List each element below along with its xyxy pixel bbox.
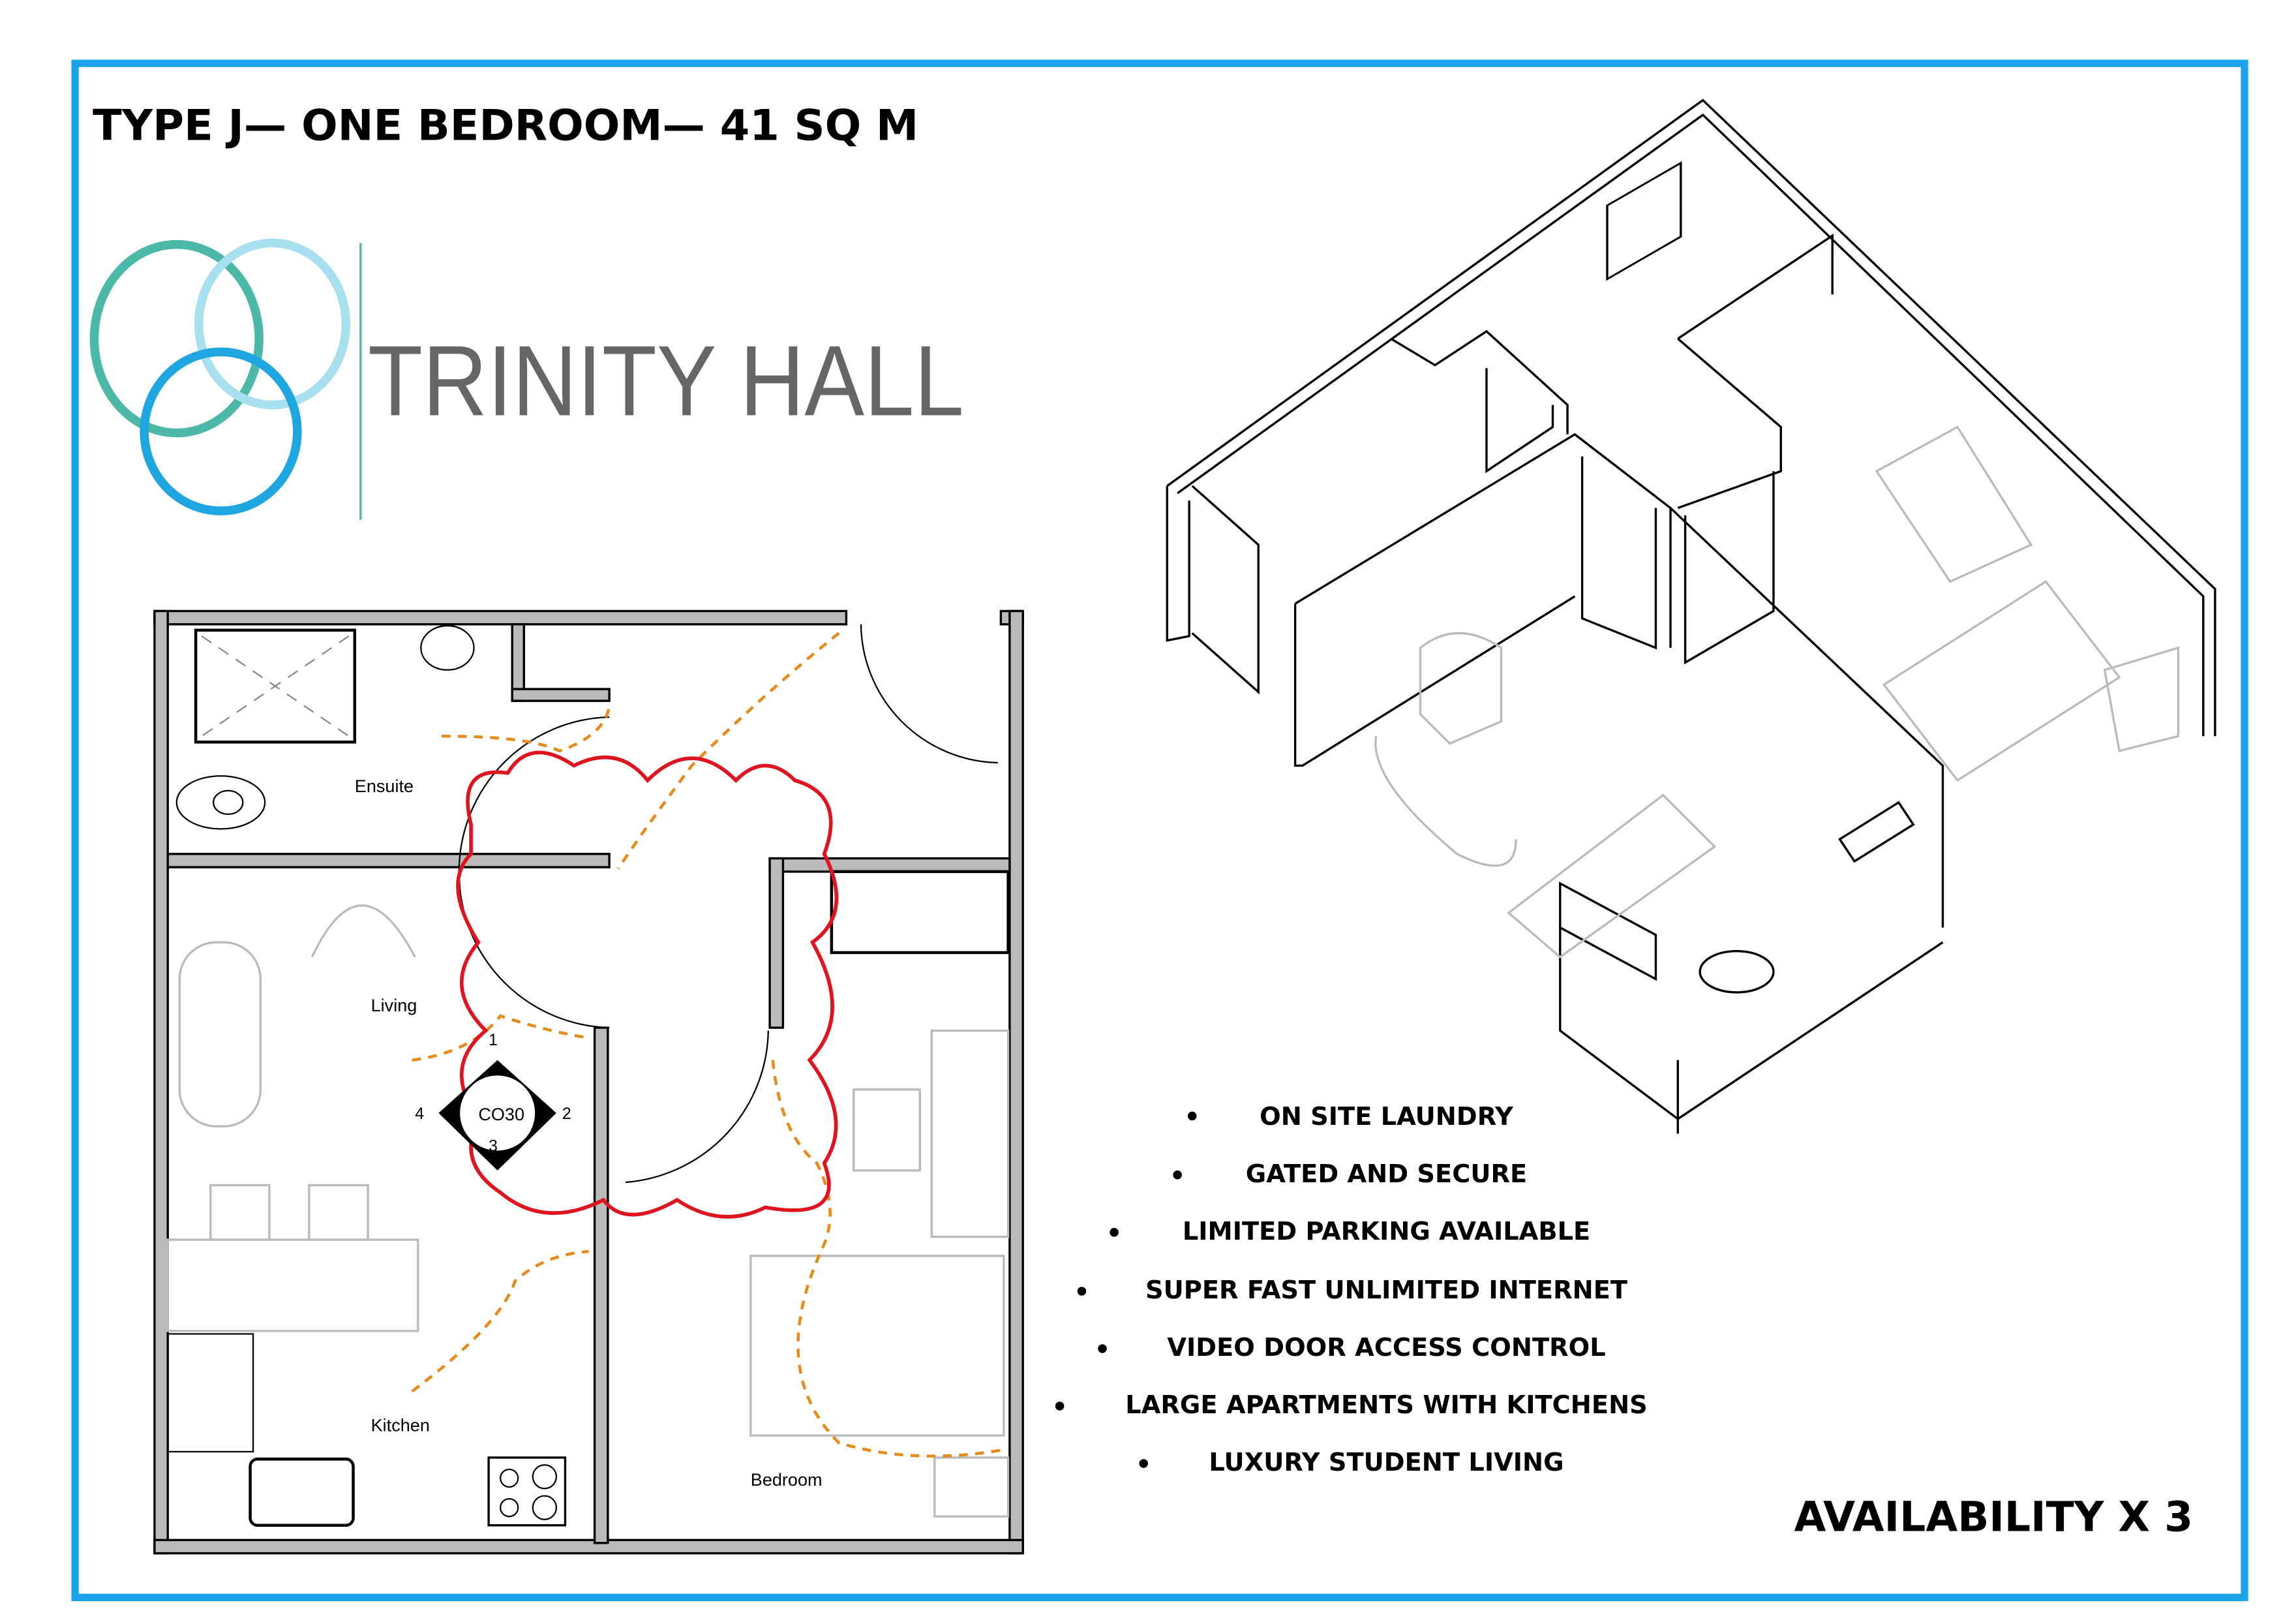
co30-symbol: CO30 1 2 3 4: [415, 1032, 571, 1171]
svg-text:3: 3: [489, 1138, 498, 1156]
svg-text:SUPER FAST UNLIMITED INTERNET: SUPER FAST UNLIMITED INTERNET: [1145, 1276, 1627, 1305]
feature-item: LIMITED PARKING AVAILABLE: [1110, 1217, 1590, 1246]
svg-text:GATED AND SECURE: GATED AND SECURE: [1246, 1159, 1527, 1189]
availability-label: AVAILABILITY X 3: [1794, 1493, 2193, 1541]
svg-text:1: 1: [489, 1032, 498, 1049]
isometric-view: [1166, 99, 2216, 1134]
room-label-kitchen: Kitchen: [371, 1415, 430, 1435]
svg-text:LIMITED PARKING AVAILABLE: LIMITED PARKING AVAILABLE: [1183, 1217, 1590, 1246]
room-label-living: Living: [371, 995, 417, 1015]
room-label-ensuite: Ensuite: [355, 776, 414, 796]
feature-item: VIDEO DOOR ACCESS CONTROL: [1098, 1333, 1606, 1362]
logo-wordmark: TRINITY HALL: [368, 324, 964, 437]
page-border: [71, 59, 2248, 1601]
feature-item: GATED AND SECURE: [1173, 1159, 1527, 1189]
room-label-bedroom: Bedroom: [751, 1469, 823, 1490]
svg-text:4: 4: [415, 1105, 424, 1123]
page-title: TYPE J— ONE BEDROOM— 41 SQ M: [93, 100, 918, 150]
feature-item: LARGE APARTMENTS WITH KITCHENS: [1055, 1390, 1648, 1420]
svg-text:2: 2: [562, 1105, 571, 1123]
svg-text:LARGE APARTMENTS WITH KITCHENS: LARGE APARTMENTS WITH KITCHENS: [1125, 1390, 1648, 1420]
svg-text:CO30: CO30: [478, 1104, 524, 1124]
svg-text:ON SITE LAUNDRY: ON SITE LAUNDRY: [1260, 1102, 1514, 1131]
trinity-hall-logo: TRINITY HALL: [89, 238, 964, 520]
svg-text:VIDEO DOOR ACCESS CONTROL: VIDEO DOOR ACCESS CONTROL: [1167, 1333, 1605, 1362]
floor-plan: CO30 1 2 3 4 Ensuite Living Kitchen Bedr…: [153, 609, 1024, 1555]
feature-item: SUPER FAST UNLIMITED INTERNET: [1077, 1276, 1627, 1305]
feature-item: ON SITE LAUNDRY: [1187, 1102, 1514, 1131]
features-list: ON SITE LAUNDRY GATED AND SECURE LIMITED…: [1055, 1102, 1648, 1477]
feature-item: LUXURY STUDENT LIVING: [1139, 1448, 1564, 1477]
isometric-furniture: [1374, 425, 2180, 958]
svg-text:LUXURY STUDENT LIVING: LUXURY STUDENT LIVING: [1209, 1448, 1563, 1477]
